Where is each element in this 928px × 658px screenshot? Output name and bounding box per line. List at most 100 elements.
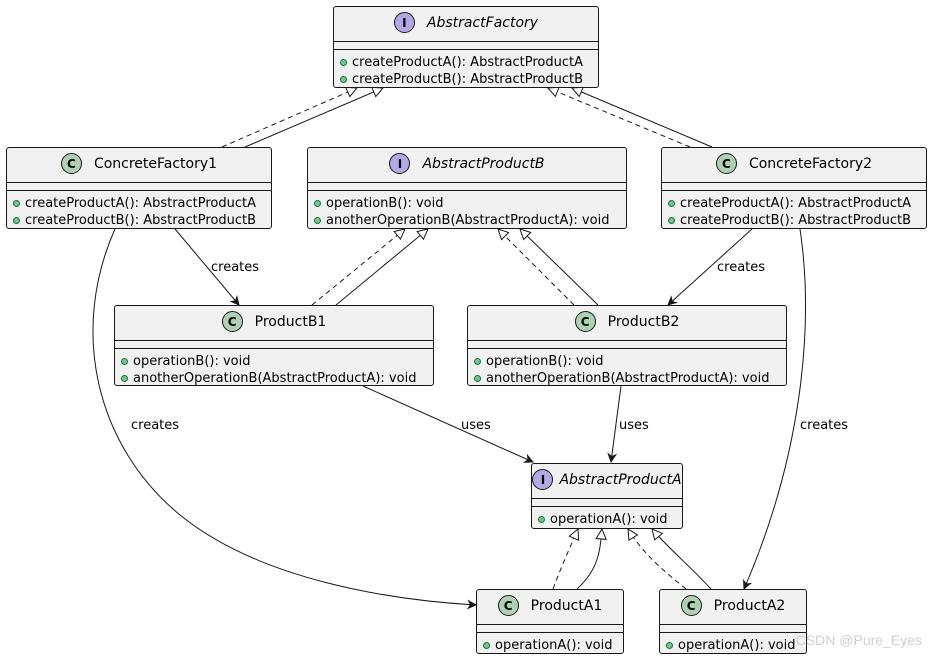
attributes-divider	[662, 182, 926, 183]
operation-item: createProductA(): AbstractProductA	[13, 195, 265, 212]
attributes-divider	[468, 340, 786, 341]
class-name: AbstractFactory	[426, 14, 539, 31]
a1-implements-apa	[552, 529, 578, 590]
operation-item: operationA(): void	[483, 637, 617, 654]
class-badge-icon: C	[715, 153, 737, 174]
class-abstract-factory: I AbstractFactory createProductA(): Abst…	[333, 6, 599, 88]
class-product-b2: C ProductB2 operationB(): void anotherOp…	[467, 305, 787, 386]
public-method-icon	[340, 59, 347, 66]
class-name: ProductA2	[713, 597, 786, 614]
attributes-divider	[308, 182, 626, 183]
class-name: ProductB2	[607, 313, 680, 330]
operation-item: createProductB(): AbstractProductB	[13, 212, 265, 229]
public-method-icon	[538, 516, 545, 523]
class-product-b1: C ProductB1 operationB(): void anotherOp…	[114, 305, 434, 386]
operation-item: createProductB(): AbstractProductB	[340, 71, 592, 88]
public-method-icon	[13, 200, 20, 207]
a2-extends-apa	[652, 529, 712, 590]
class-name: ConcreteFactory1	[93, 155, 218, 172]
a2-implements-apa	[628, 529, 687, 590]
class-concrete-factory2: C ConcreteFactory2 createProductA(): Abs…	[661, 147, 927, 229]
attributes-divider	[334, 41, 598, 42]
operations-divider	[468, 348, 786, 349]
cf2-extends-af	[572, 88, 713, 148]
operation-item: createProductA(): AbstractProductA	[340, 54, 592, 71]
cf1-implements-af	[221, 88, 357, 148]
b1-uses-apa-line	[362, 385, 534, 463]
operation-item: createProductB(): AbstractProductB	[668, 212, 920, 229]
attributes-divider	[477, 624, 623, 625]
cf2-implements-af	[548, 88, 691, 148]
cf2-creates-b2-line	[667, 228, 753, 306]
public-method-icon	[668, 200, 675, 207]
public-method-icon	[121, 375, 128, 382]
b2-uses-apa-line	[607, 385, 622, 463]
public-method-icon	[340, 76, 347, 83]
public-method-icon	[474, 358, 481, 365]
class-name: ProductA1	[530, 597, 603, 614]
operation-item: anotherOperationB(AbstractProductA): voi…	[121, 370, 427, 387]
class-product-a1: C ProductA1 operationA(): void	[476, 589, 624, 654]
class-badge-icon: C	[60, 153, 82, 174]
public-method-icon	[314, 200, 321, 207]
class-concrete-factory1: C ConcreteFactory1 createProductA(): Abs…	[6, 147, 272, 229]
operations-divider	[334, 49, 598, 50]
attributes-divider	[7, 182, 271, 183]
class-name: ProductB1	[254, 313, 327, 330]
operations-divider	[7, 190, 271, 191]
b2-uses-apa-label: uses	[619, 418, 649, 433]
operations-divider	[115, 348, 433, 349]
cf1-creates-a1-label: creates	[131, 418, 180, 433]
interface-badge-icon: I	[393, 12, 415, 33]
public-method-icon	[483, 642, 490, 649]
public-method-icon	[474, 375, 481, 382]
operation-item: operationA(): void	[666, 637, 800, 654]
operation-item: operationB(): void	[474, 353, 780, 370]
b1-uses-apa-label: uses	[461, 418, 491, 433]
attributes-divider	[532, 498, 682, 499]
public-method-icon	[666, 642, 673, 649]
class-name: ConcreteFactory2	[748, 155, 873, 172]
operation-item: anotherOperationB(AbstractProductA): voi…	[314, 212, 620, 229]
operations-divider	[662, 190, 926, 191]
class-abstract-product-b: I AbstractProductB operationB(): void an…	[307, 147, 627, 229]
class-name: AbstractProductB	[422, 155, 545, 172]
operations-divider	[308, 190, 626, 191]
operation-item: anotherOperationB(AbstractProductA): voi…	[474, 370, 780, 387]
class-badge-icon: C	[497, 595, 519, 616]
operations-divider	[532, 506, 682, 507]
operations-divider	[477, 632, 623, 633]
operations-divider	[660, 632, 806, 633]
public-method-icon	[668, 217, 675, 224]
cf2-creates-a2-label: creates	[800, 418, 849, 433]
interface-badge-icon: I	[389, 153, 411, 174]
cf1-extends-af	[244, 88, 383, 148]
attributes-divider	[115, 340, 433, 341]
operation-item: operationB(): void	[121, 353, 427, 370]
class-name: AbstractProductA	[559, 471, 682, 488]
cf2-creates-b2-label: creates	[717, 260, 766, 275]
class-badge-icon: C	[221, 311, 243, 332]
public-method-icon	[121, 358, 128, 365]
cf1-creates-a1-line	[92, 228, 477, 610]
a1-extends-apa	[576, 529, 602, 590]
b1-extends-apb	[335, 229, 428, 306]
public-method-icon	[314, 217, 321, 224]
interface-badge-icon: I	[532, 469, 554, 490]
b2-extends-apb	[520, 229, 599, 306]
cf1-creates-b1-label: creates	[211, 260, 260, 275]
class-badge-icon: C	[574, 311, 596, 332]
cf1-creates-b1-line	[174, 228, 240, 306]
class-product-a2: C ProductA2 operationA(): void	[659, 589, 807, 654]
class-abstract-product-a: I AbstractProductA operationA(): void	[531, 463, 683, 529]
operation-item: operationB(): void	[314, 195, 620, 212]
b1-implements-apb	[311, 229, 405, 306]
operation-item: operationA(): void	[538, 511, 676, 528]
b2-implements-apb	[498, 229, 575, 306]
cf2-creates-a2-line	[742, 228, 806, 590]
public-method-icon	[13, 217, 20, 224]
class-badge-icon: C	[680, 595, 702, 616]
operation-item: createProductA(): AbstractProductA	[668, 195, 920, 212]
watermark: CSDN @Pure_Eyes	[795, 632, 922, 648]
